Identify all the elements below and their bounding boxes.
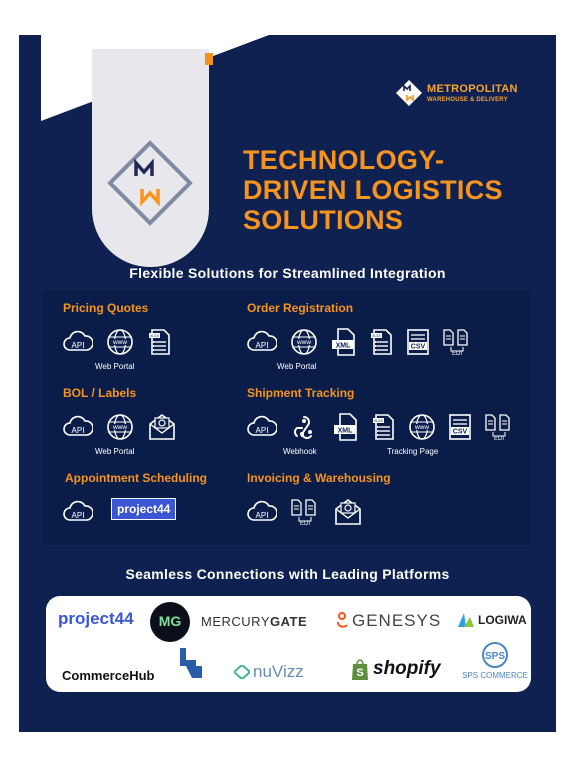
- svg-text:XML: XML: [338, 428, 354, 435]
- api-cloud-icon: API: [247, 327, 277, 357]
- svg-text:API: API: [72, 341, 85, 350]
- platform-genesys: GENESYS: [336, 611, 441, 631]
- platform-project44: project44: [58, 609, 134, 628]
- platform-logiwa: LOGIWA: [458, 613, 527, 627]
- integration-subheading: Flexible Solutions for Streamlined Integ…: [129, 265, 446, 281]
- section-title-order-registration: Order Registration: [247, 301, 354, 315]
- genesys-icon: [336, 612, 348, 628]
- mw-logo-small: [396, 80, 422, 106]
- brand-tagline: WAREHOUSE & DELIVERY: [427, 96, 508, 103]
- sps-icon: SPS: [482, 642, 508, 668]
- project44-badge: project44: [111, 498, 177, 520]
- api-cloud-icon: API: [63, 327, 93, 357]
- caption-web-portal: Web Portal: [95, 362, 135, 371]
- svg-text:EDI: EDI: [300, 521, 310, 527]
- edi-files-icon: EDI: [441, 327, 471, 357]
- svg-text:XLSX: XLSX: [372, 334, 382, 338]
- svg-text:www: www: [414, 424, 429, 431]
- svg-text:SPS: SPS: [485, 651, 505, 662]
- headline-line-2: DRIVEN LOGISTICS: [243, 175, 503, 205]
- svg-text:CSV: CSV: [411, 344, 426, 351]
- svg-text:API: API: [72, 426, 85, 435]
- api-cloud-icon: API: [63, 412, 93, 442]
- svg-text:API: API: [256, 426, 269, 435]
- svg-text:API: API: [256, 511, 269, 520]
- caption-tracking-page: Tracking Page: [387, 447, 439, 456]
- tab-accent: [205, 53, 213, 65]
- shopify-bag-icon: S: [352, 659, 368, 680]
- section-title-bol-labels: BOL / Labels: [63, 386, 137, 400]
- api-cloud-icon: API: [247, 497, 277, 527]
- web-globe-icon: www: [105, 327, 135, 357]
- xml-file-icon: XML: [331, 412, 361, 442]
- section-title-appointment-scheduling: Appointment Scheduling: [65, 471, 207, 485]
- spreadsheet-icon: XLSX: [145, 327, 175, 357]
- platform-mg-logo: MG: [150, 602, 190, 642]
- web-globe-icon: www: [105, 412, 135, 442]
- web-globe-icon: www: [407, 412, 437, 442]
- platform-mercurygate: MERCURYGATE: [201, 614, 307, 629]
- mercury-word: MERCURY: [201, 614, 270, 629]
- webhook-icon: [289, 412, 319, 442]
- svg-text:XLSX: XLSX: [150, 334, 160, 338]
- platform-shopify: S shopify: [350, 658, 441, 680]
- xml-file-icon: XML: [329, 327, 359, 357]
- platforms-subheading: Seamless Connections with Leading Platfo…: [125, 566, 450, 582]
- section-title-shipment-tracking: Shipment Tracking: [247, 386, 355, 400]
- edi-files-icon: EDI: [289, 497, 319, 527]
- platform-sps-commerce: SPS SPS COMMERCE: [460, 642, 530, 680]
- api-cloud-icon: API: [247, 412, 277, 442]
- csv-file-icon: CSV: [445, 412, 475, 442]
- caption-web-portal: Web Portal: [277, 362, 317, 371]
- svg-text:EDI: EDI: [494, 436, 504, 442]
- logiwa-icon: [458, 613, 474, 627]
- edi-files-icon: EDI: [483, 412, 513, 442]
- svg-text:EDI: EDI: [452, 351, 462, 357]
- platform-mg: MG: [158, 613, 182, 629]
- email-icon: [333, 497, 363, 527]
- brand-name: METROPOLITAN: [427, 82, 518, 95]
- platform-commercehub: CommerceHub: [62, 668, 155, 683]
- mw-logo-large: [107, 140, 193, 226]
- caption-web-portal: Web Portal: [95, 447, 135, 456]
- solutions-panel: Pricing Quotes API www XLSX Web Portal O…: [43, 290, 531, 545]
- gate-word: GATE: [270, 614, 308, 629]
- poster: METROPOLITAN WAREHOUSE & DELIVERY TECHNO…: [19, 35, 556, 732]
- svg-text:API: API: [72, 511, 85, 520]
- api-cloud-icon: API: [63, 497, 93, 527]
- svg-text:XLSX: XLSX: [374, 419, 384, 423]
- commercehub-icon: [180, 648, 202, 678]
- caption-webhook: Webhook: [283, 447, 317, 456]
- platforms-panel: project44 MG MERCURYGATE GENESYS LOGIWA …: [46, 596, 531, 692]
- spreadsheet-icon: XLSX: [367, 327, 397, 357]
- svg-text:www: www: [112, 339, 127, 346]
- spreadsheet-icon: XLSX: [369, 412, 399, 442]
- section-title-pricing: Pricing Quotes: [63, 301, 149, 315]
- headline-line-1: TECHNOLOGY-: [243, 145, 445, 175]
- nuvizz-icon: [234, 665, 250, 679]
- headline: TECHNOLOGY- DRIVEN LOGISTICS SOLUTIONS: [243, 145, 543, 235]
- logo-tab: [92, 49, 209, 267]
- svg-text:S: S: [356, 667, 363, 679]
- svg-text:www: www: [296, 339, 311, 346]
- platform-nuvizz: nuVizz: [234, 662, 304, 682]
- csv-file-icon: CSV: [403, 327, 433, 357]
- email-icon: [147, 412, 177, 442]
- svg-text:CSV: CSV: [453, 429, 468, 436]
- svg-text:www: www: [112, 424, 127, 431]
- brand-logo: METROPOLITAN WAREHOUSE & DELIVERY: [395, 79, 518, 107]
- web-globe-icon: www: [289, 327, 319, 357]
- svg-text:XML: XML: [336, 343, 352, 350]
- svg-text:API: API: [256, 341, 269, 350]
- section-title-invoicing-warehousing: Invoicing & Warehousing: [247, 471, 391, 485]
- headline-line-3: SOLUTIONS: [243, 205, 404, 235]
